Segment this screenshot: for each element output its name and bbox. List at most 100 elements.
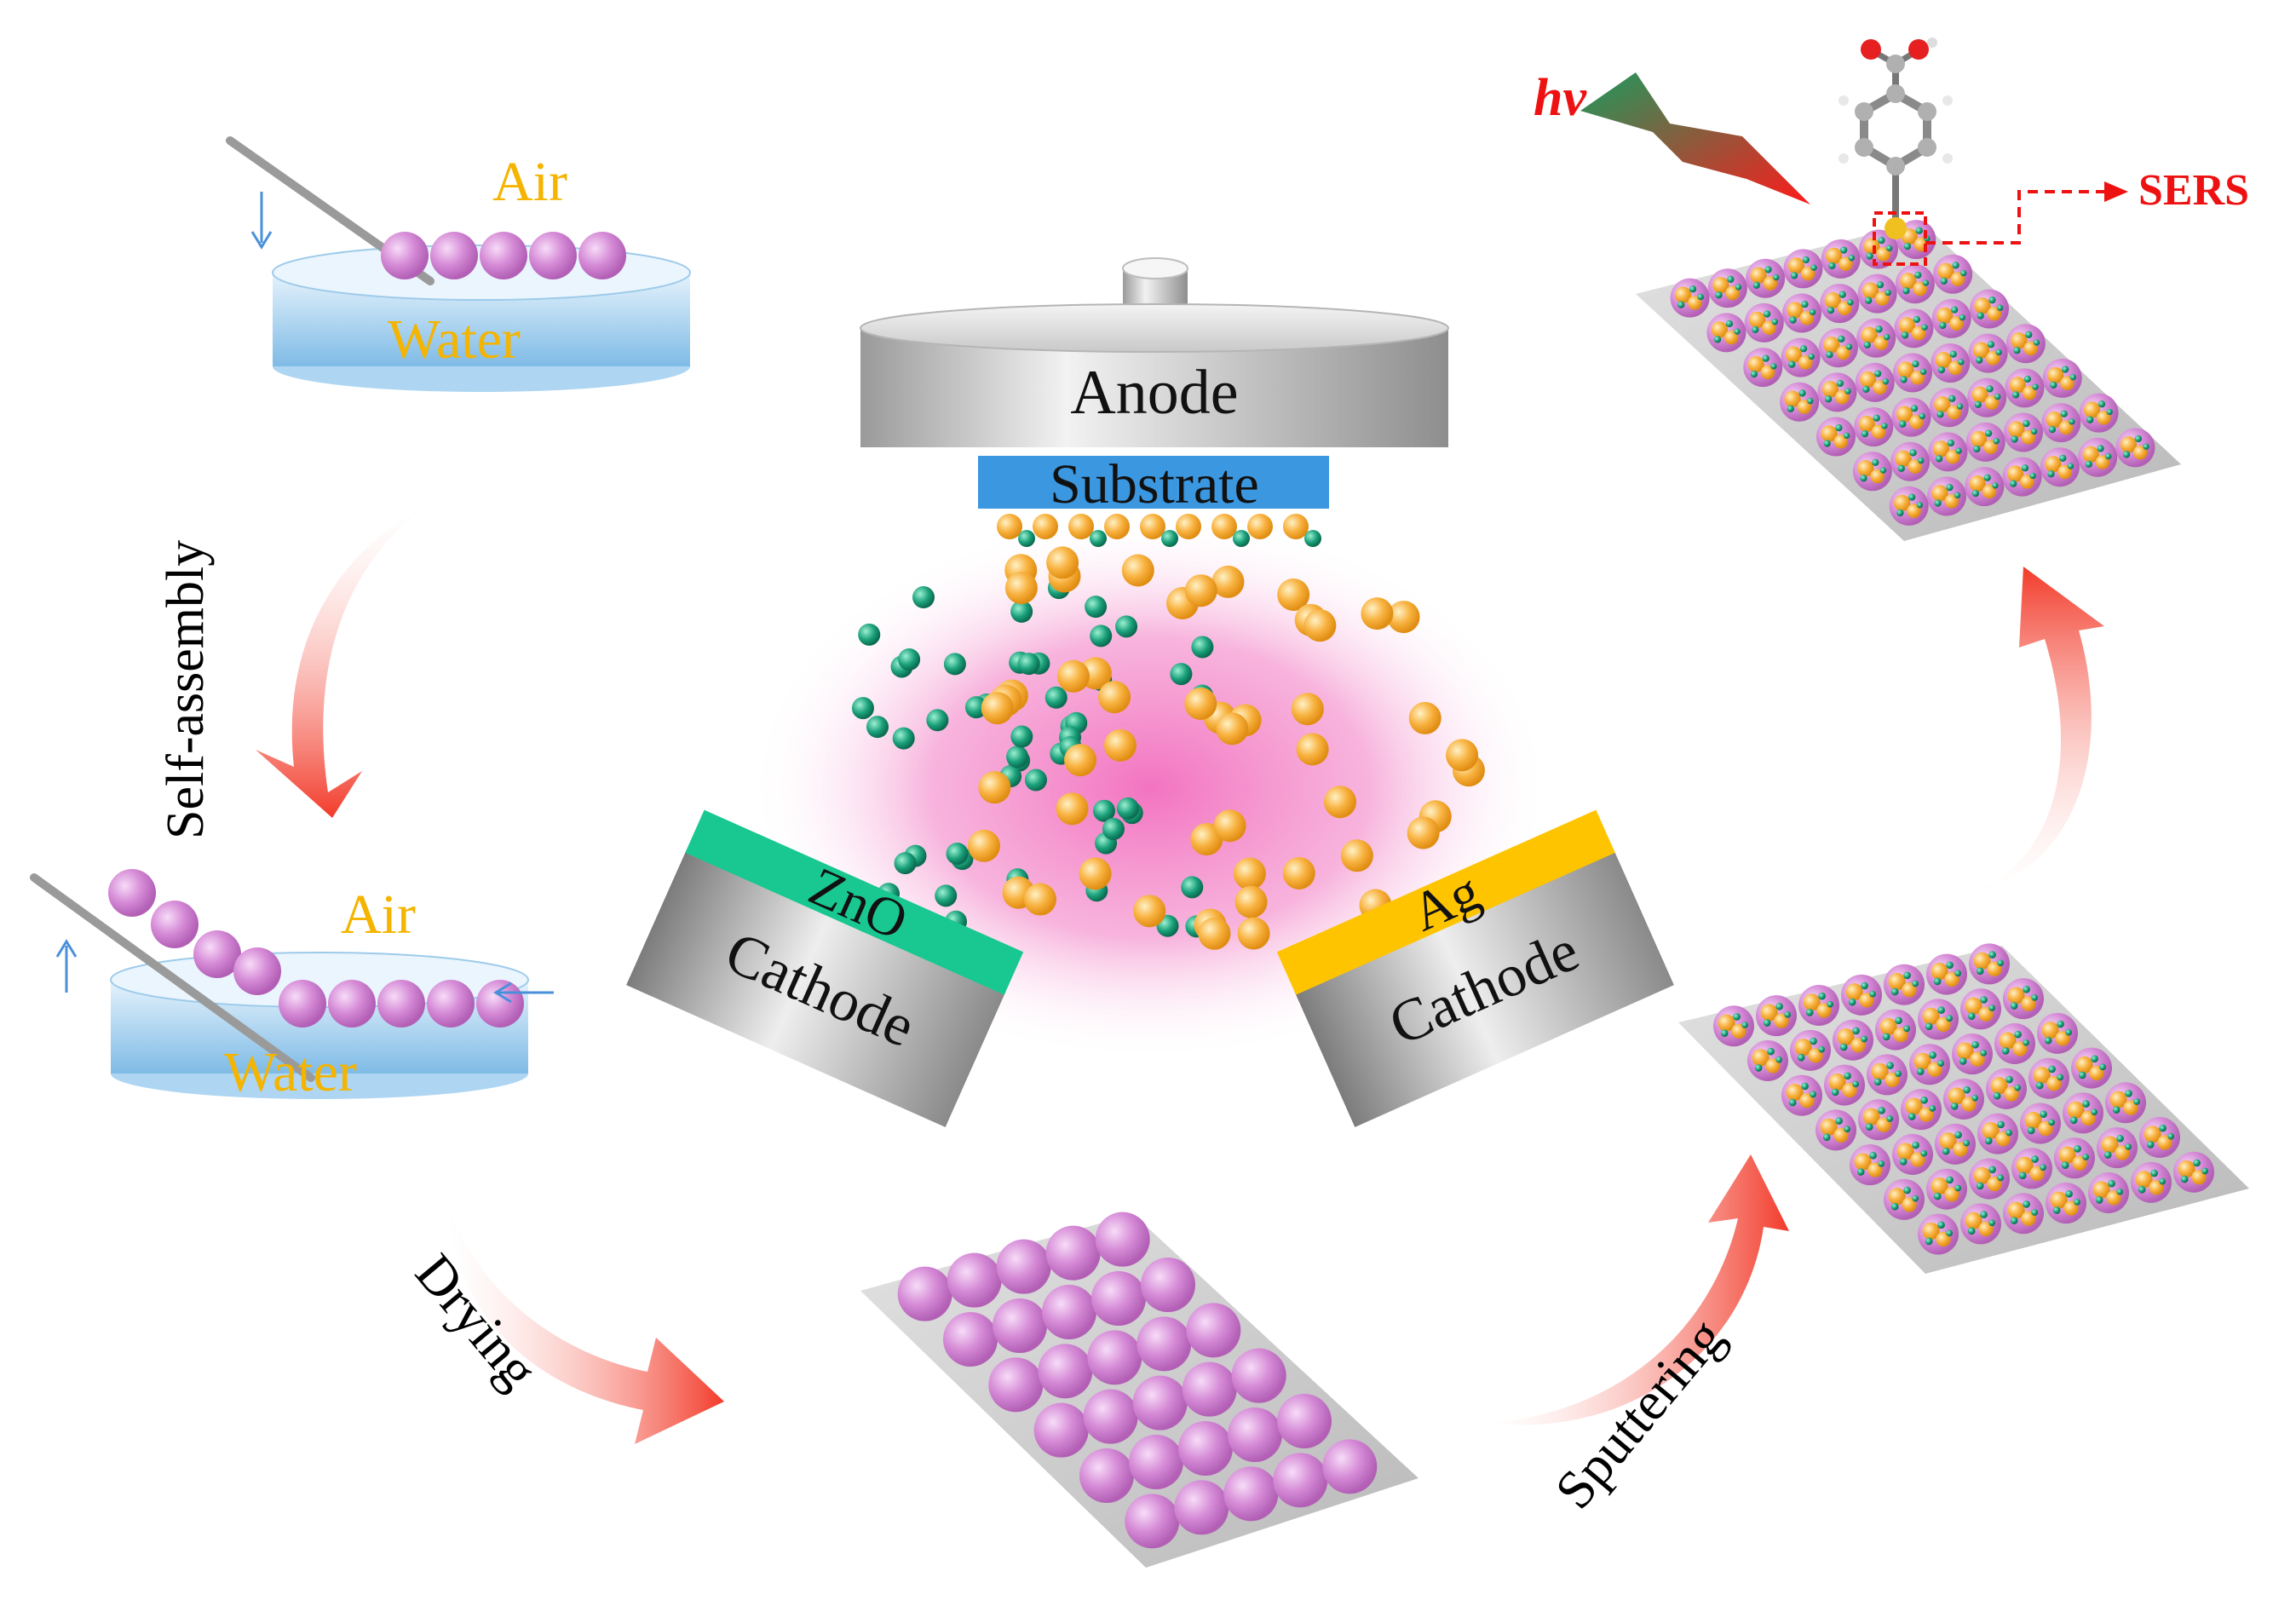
ps-sphere	[947, 1252, 1002, 1308]
ag-particle	[1324, 786, 1357, 819]
ag-nanoparticle	[2123, 1100, 2138, 1115]
zno-nanoparticle	[1896, 509, 1904, 517]
zno-nanoparticle	[1890, 987, 1899, 996]
ag-nanoparticle	[1876, 246, 1891, 262]
zno-nanoparticle	[1912, 980, 1919, 987]
zno-nanoparticle	[2048, 1065, 2056, 1074]
zno-nanoparticle	[1967, 1012, 1976, 1021]
zno-nanoparticle	[1901, 331, 1909, 339]
ag-particle	[1033, 514, 1058, 539]
zno-nanoparticle	[1847, 299, 1854, 306]
ps-sphere	[529, 232, 577, 279]
zno-particle	[866, 716, 889, 739]
zno-nanoparticle	[1818, 992, 1826, 1000]
ag-nanoparticle	[1948, 360, 1963, 376]
zno-nanoparticle	[1873, 414, 1880, 422]
ag-nanoparticle	[1978, 1006, 1994, 1022]
ag-nanoparticle	[1913, 281, 1927, 296]
zno-nanoparticle	[1946, 1176, 1954, 1184]
ag-nanoparticle	[1936, 307, 1954, 325]
sers-arrowhead-icon	[2104, 181, 2128, 202]
zno-nanoparticle	[1971, 1041, 1979, 1049]
zno-nanoparticle	[1754, 1064, 1763, 1072]
zno-nanoparticle	[1715, 291, 1723, 299]
ps-sphere	[1079, 1448, 1134, 1503]
ag-nanoparticle	[1982, 1122, 2000, 1140]
decorated-sphere-array-top	[1670, 220, 2155, 526]
zno-nanoparticle	[2067, 463, 2074, 469]
zno-nanoparticle	[1918, 457, 1925, 464]
ag-nanoparticle	[1935, 351, 1952, 369]
ag-nanoparticle	[1936, 1231, 1951, 1247]
ps-sphere	[1042, 1285, 1096, 1339]
ag-nanoparticle	[1888, 973, 1906, 991]
zno-nanoparticle	[1937, 1221, 1945, 1229]
ag-nanoparticle	[1910, 1152, 1925, 1167]
ag-nanoparticle	[1876, 1117, 1891, 1132]
ag-nanoparticle	[1908, 459, 1923, 474]
zno-nanoparticle	[2027, 1126, 2035, 1135]
ag-nanoparticle	[1723, 330, 1739, 345]
zno-nanoparticle	[2133, 1098, 2141, 1105]
zno-nanoparticle	[1882, 378, 1890, 385]
zno-nanoparticle	[1983, 474, 1991, 481]
ag-nanoparticle	[1712, 277, 1729, 294]
zno-nanoparticle	[1903, 1025, 1911, 1033]
zno-nanoparticle	[2116, 1188, 2124, 1195]
zno-nanoparticle	[2065, 1028, 2073, 1036]
zno-nanoparticle	[1939, 321, 1947, 330]
zno-nanoparticle	[2065, 1190, 2073, 1198]
ps-sphere	[151, 901, 199, 948]
ag-nanoparticle	[1909, 415, 1924, 429]
zno-nanoparticle	[1827, 306, 1835, 314]
ag-nanoparticle	[1950, 272, 1965, 286]
ag-nanoparticle	[1821, 425, 1838, 442]
zno-particle	[926, 709, 949, 732]
zno-nanoparticle	[1773, 273, 1780, 281]
ag-nanoparticle	[1787, 257, 1805, 274]
zno-nanoparticle	[1844, 1125, 1851, 1133]
zno-nanoparticle	[1988, 951, 1996, 958]
ag-nanoparticle	[1987, 1176, 2002, 1192]
ag-nanoparticle	[1982, 484, 1997, 499]
ag-particle	[1277, 578, 1310, 611]
ag-particle	[1133, 895, 1166, 928]
zno-nanoparticle	[1897, 464, 1905, 472]
ag-nanoparticle	[1816, 1003, 1832, 1018]
zno-nanoparticle	[1980, 1050, 1988, 1056]
zno-particle	[898, 648, 921, 671]
drying-arrow	[447, 1201, 724, 1444]
ag-nanoparticle	[2132, 445, 2148, 460]
ag-nanoparticle	[2095, 455, 2110, 469]
ag-nanoparticle	[2191, 1170, 2207, 1185]
zno-nanoparticle	[1954, 1131, 1962, 1139]
ag-nanoparticle	[2047, 366, 2064, 384]
zno-nanoparticle	[1912, 360, 1919, 368]
zno-particle	[1181, 876, 1204, 899]
zno-nanoparticle	[1919, 368, 1927, 376]
zno-nanoparticle	[1878, 237, 1885, 245]
zno-nanoparticle	[1763, 1019, 1771, 1027]
ps-sphere	[427, 980, 475, 1027]
zno-nanoparticle	[1997, 1120, 2005, 1129]
ag-nanoparticle	[1879, 1017, 1897, 1036]
ag-nanoparticle	[2041, 1022, 2059, 1039]
zno-nanoparticle	[2018, 1171, 2027, 1180]
zno-nanoparticle	[2069, 1116, 2078, 1125]
zno-nanoparticle	[1890, 1202, 1899, 1211]
zno-nanoparticle	[1929, 1105, 1936, 1112]
zno-particle	[912, 586, 935, 609]
ag-nanoparticle	[1833, 434, 1849, 449]
ag-particle	[1056, 792, 1089, 826]
zno-nanoparticle	[1827, 1000, 1834, 1008]
zno-nanoparticle	[2125, 1090, 2132, 1097]
zno-nanoparticle	[1863, 341, 1871, 348]
ag-nanoparticle	[1922, 1007, 1940, 1025]
ag-nanoparticle	[1910, 370, 1925, 385]
light-bolt-icon	[1580, 72, 1810, 204]
zno-nanoparticle	[1958, 359, 1965, 366]
ag-particle	[1340, 839, 1373, 872]
ag-nanoparticle	[1794, 1039, 1812, 1056]
ag-nanoparticle	[1995, 1131, 2011, 1147]
ag-particle	[1283, 514, 1309, 539]
